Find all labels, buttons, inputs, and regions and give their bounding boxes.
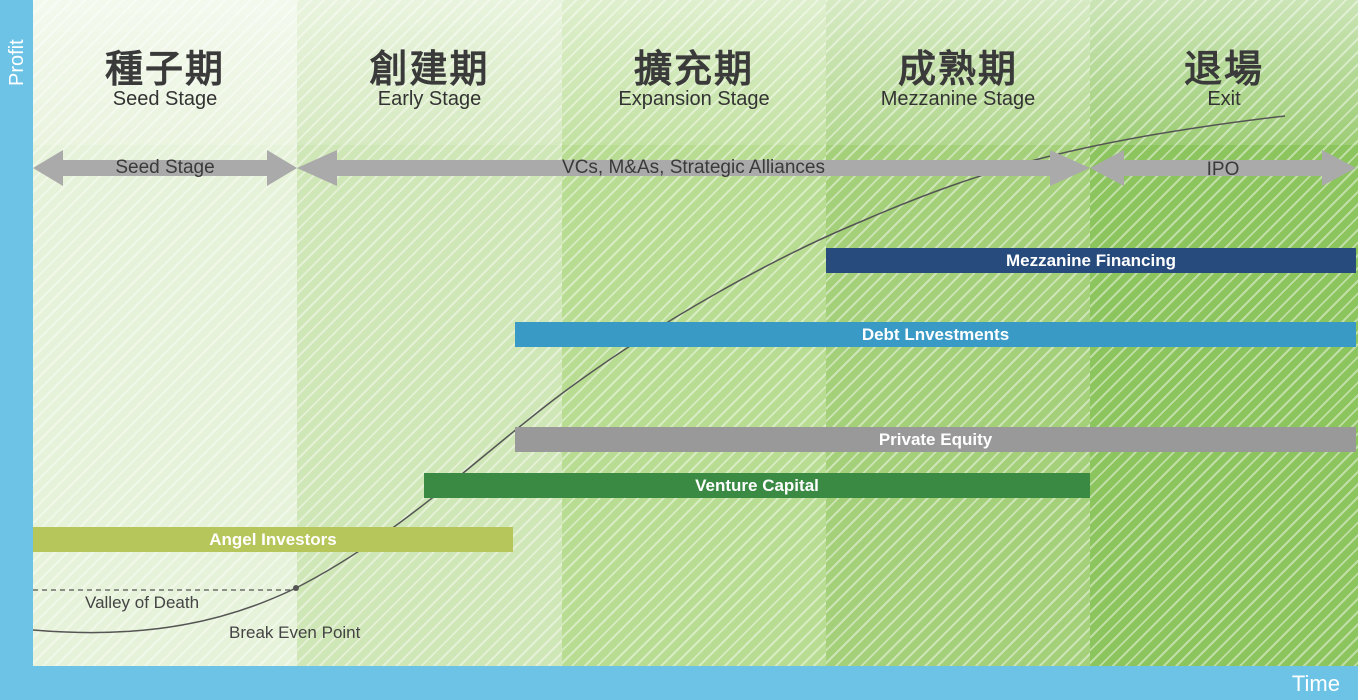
stage-title-zh: 退場 xyxy=(1183,47,1264,91)
stage-column-seed: 種子期 Seed Stage xyxy=(33,0,297,666)
double-arrow-icon xyxy=(33,150,297,186)
stage-header xyxy=(297,0,562,145)
break-even-point-marker xyxy=(293,585,299,591)
stage-title-en: Mezzanine Stage xyxy=(880,88,1036,110)
stage-header xyxy=(1090,0,1358,145)
y-axis xyxy=(0,0,33,700)
x-axis-label: Time xyxy=(1291,671,1340,696)
bar-angel-investors: Angel Investors xyxy=(33,527,513,552)
stage-header xyxy=(826,0,1090,145)
stage-title-en: Early Stage xyxy=(377,88,482,110)
stage-title-zh: 創建期 xyxy=(369,47,490,91)
arrow-label: Seed Stage xyxy=(115,157,215,178)
bar-private-equity: Private Equity xyxy=(515,427,1356,452)
arrow-seed-stage: Seed Stage xyxy=(33,148,297,188)
y-axis-label: Profit xyxy=(6,39,28,87)
bar-venture-capital: Venture Capital xyxy=(424,473,1090,498)
stage-title-en: Expansion Stage xyxy=(618,88,770,110)
valley-of-death-label: Valley of Death xyxy=(85,593,200,612)
stage-title-zh: 成熟期 xyxy=(897,47,1018,91)
stage-title-en: Seed Stage xyxy=(112,88,218,110)
arrow-label: VCs, M&As, Strategic Alliances xyxy=(562,157,825,178)
arrow-ipo: IPO xyxy=(1090,148,1356,188)
profit-curve xyxy=(32,115,1286,634)
double-arrow-icon xyxy=(1090,150,1356,186)
double-arrow-icon xyxy=(297,150,1090,186)
break-even-point-label: Break Even Point xyxy=(229,623,361,642)
bar-mezzanine-financing: Mezzanine Financing xyxy=(826,248,1356,273)
stage-title-zh: 擴充期 xyxy=(633,47,754,91)
stage-header xyxy=(33,0,297,145)
stage-title-zh: 種子期 xyxy=(104,47,225,91)
bar-debt-investments: Debt Lnvestments xyxy=(515,322,1356,347)
x-axis xyxy=(0,666,1358,700)
arrow-vcs-mas: VCs, M&As, Strategic Alliances xyxy=(297,148,1090,188)
stage-header xyxy=(562,0,826,145)
stage-title-en: Exit xyxy=(1207,88,1241,110)
arrow-label: IPO xyxy=(1206,159,1240,180)
